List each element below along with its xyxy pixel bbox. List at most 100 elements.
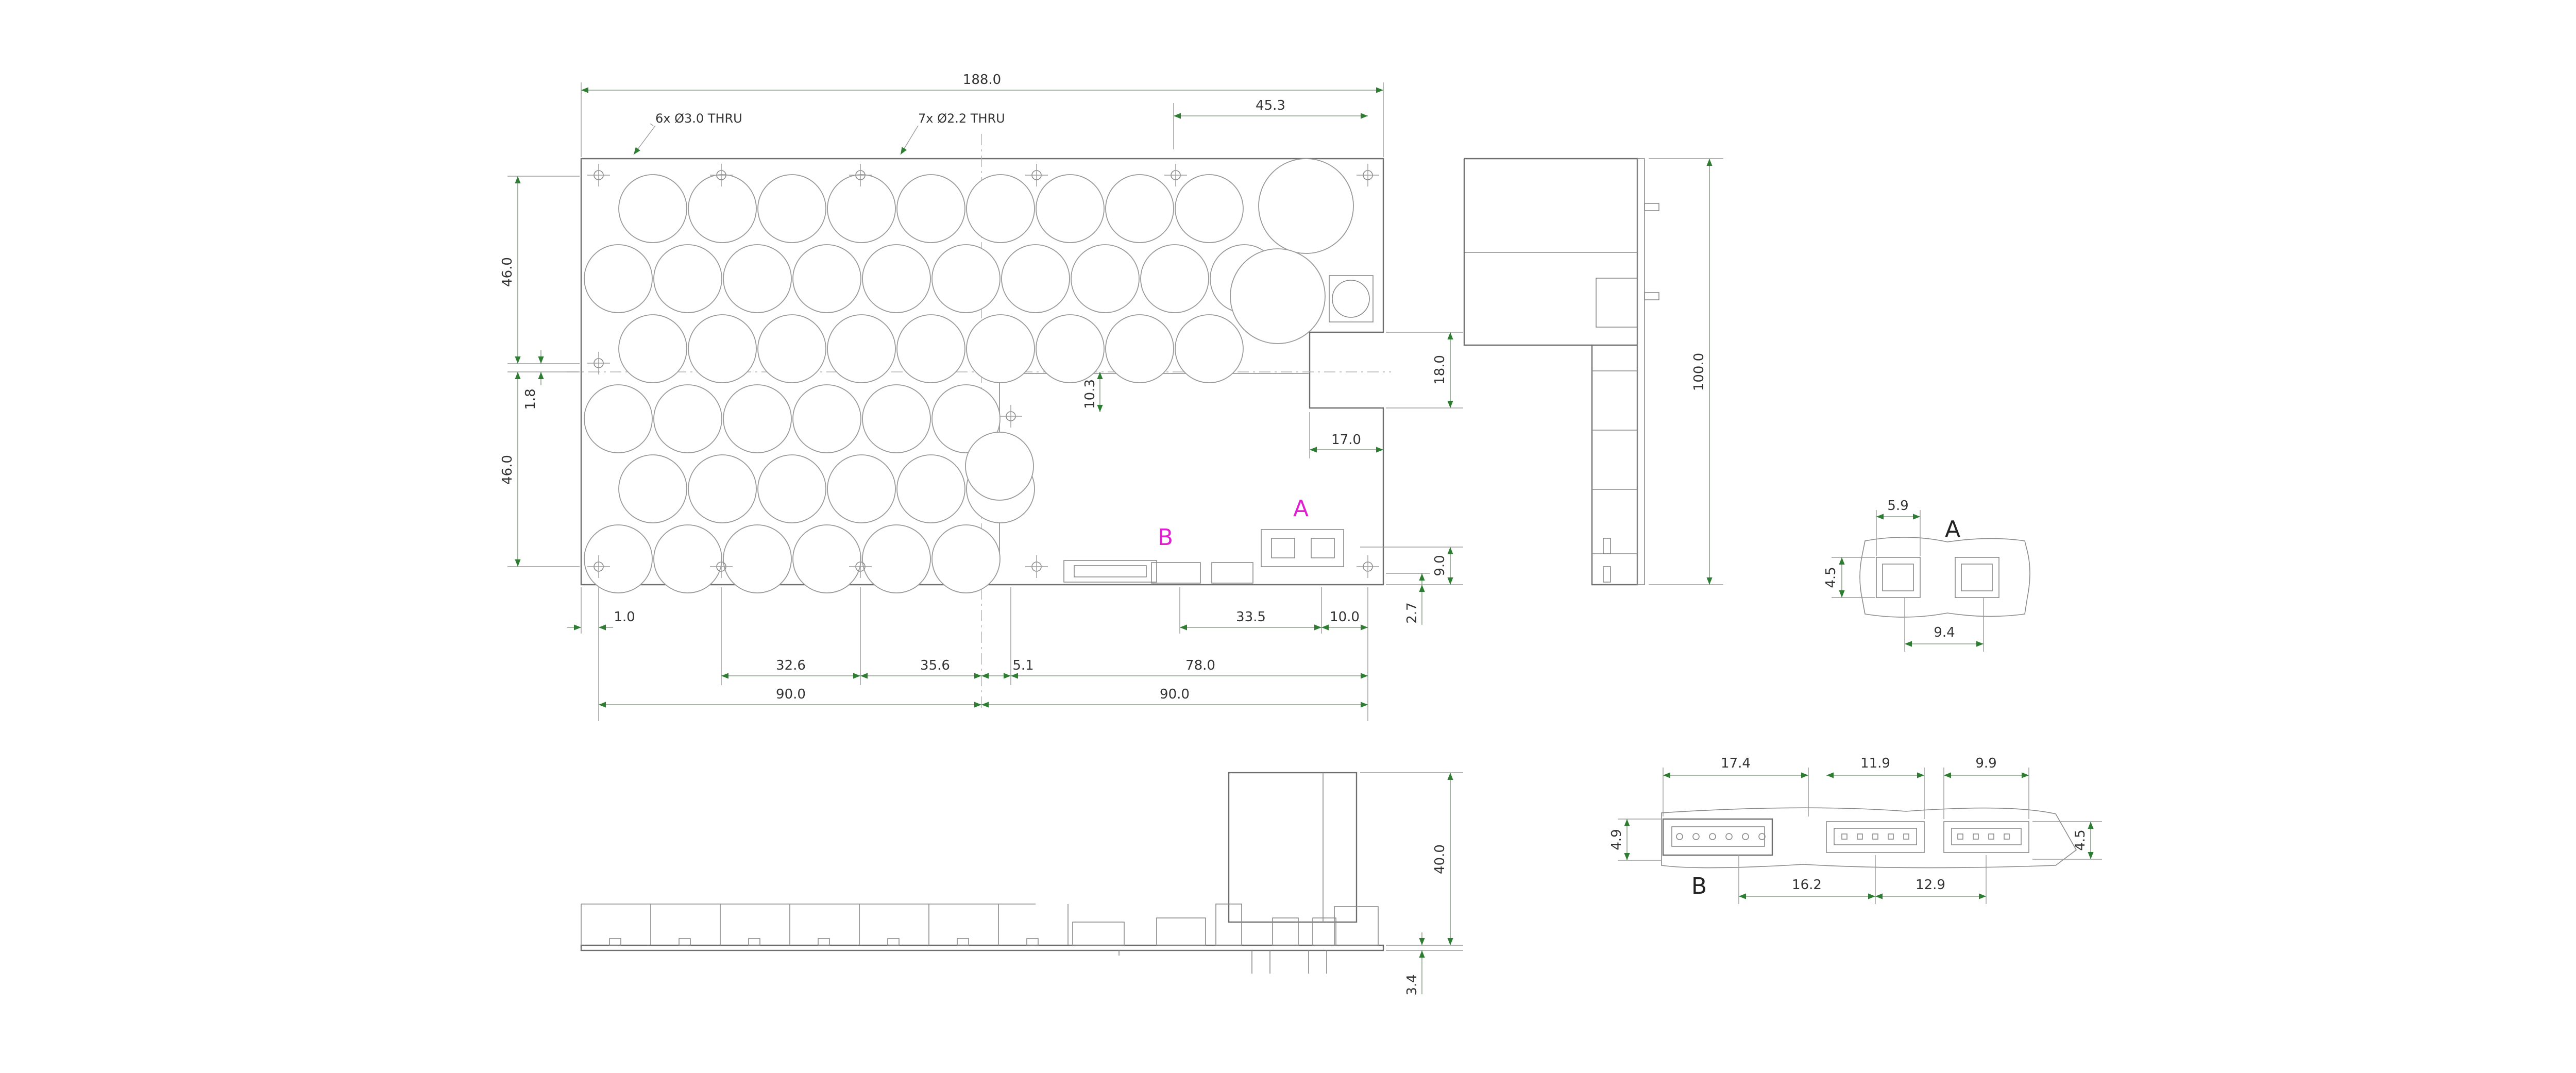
capacitor bbox=[1071, 244, 1140, 313]
capacitor bbox=[653, 384, 722, 453]
dim-connector-a-right: 10.0 bbox=[1330, 609, 1360, 625]
side-view: 100.0 bbox=[1463, 158, 1723, 586]
dim-detail-b-gap-1: 16.2 bbox=[1792, 877, 1822, 893]
connector-pin bbox=[1709, 833, 1716, 840]
dim-detail-b-gap-2: 12.9 bbox=[1916, 877, 1945, 893]
dim-lower-height: 46.0 bbox=[500, 455, 515, 485]
dim-half-left: 90.0 bbox=[776, 687, 806, 702]
dim-detail-a-pitch: 9.4 bbox=[1934, 625, 1955, 640]
dim-mid-gap: 1.8 bbox=[523, 388, 538, 410]
dim-hole-pitch-2: 35.6 bbox=[920, 658, 950, 673]
connector-a-2 bbox=[1311, 538, 1335, 558]
dim-side-length: 100.0 bbox=[1691, 353, 1707, 391]
connector-pin bbox=[1758, 833, 1766, 840]
capacitor bbox=[757, 174, 826, 243]
detail-a-box bbox=[1261, 529, 1344, 567]
capacitor-lead bbox=[748, 938, 760, 946]
capacitor bbox=[827, 314, 896, 383]
dim-detail-b-right-height: 4.5 bbox=[2073, 829, 2088, 850]
capacitor bbox=[688, 174, 757, 243]
detail-b-label: B bbox=[1691, 873, 1707, 899]
capacitor bbox=[896, 174, 965, 243]
detail-a-label: A bbox=[1945, 516, 1960, 542]
capacitor-lead bbox=[957, 938, 969, 946]
dim-detail-b-left-height: 4.9 bbox=[1609, 829, 1624, 850]
capacitor bbox=[862, 384, 931, 453]
dim-detail-b-first: 17.4 bbox=[1721, 756, 1751, 771]
capacitor bbox=[584, 384, 653, 453]
capacitor bbox=[723, 244, 792, 313]
dim-right-span: 78.0 bbox=[1185, 658, 1215, 673]
capacitor bbox=[792, 244, 861, 313]
capacitor-lead bbox=[679, 938, 691, 946]
capacitor bbox=[618, 454, 687, 523]
hole-note-3mm: 6x Ø3.0 THRU bbox=[655, 111, 742, 126]
connector-pin bbox=[1888, 833, 1894, 840]
capacitor-lead bbox=[887, 938, 900, 946]
capacitor-lead bbox=[609, 938, 621, 946]
connector-b-small bbox=[1211, 562, 1253, 584]
dim-connector-a-span: 33.5 bbox=[1236, 609, 1266, 625]
capacitor bbox=[1001, 244, 1070, 313]
capacitor bbox=[792, 384, 861, 453]
square-component bbox=[1329, 275, 1374, 322]
dim-notch-height: 18.0 bbox=[1432, 355, 1448, 385]
connector-pin bbox=[1692, 833, 1700, 840]
connector-pin bbox=[1857, 833, 1863, 840]
capacitor bbox=[1036, 174, 1105, 243]
capacitor bbox=[584, 524, 653, 593]
dim-hole-inset: 1.0 bbox=[614, 609, 635, 625]
dim-half-right: 90.0 bbox=[1160, 687, 1190, 702]
mounting-holes bbox=[587, 164, 1379, 578]
capacitor bbox=[827, 174, 896, 243]
capacitor bbox=[931, 244, 1001, 313]
capacitor bbox=[896, 314, 965, 383]
capacitor bbox=[966, 314, 1035, 383]
dim-upper-height: 46.0 bbox=[500, 257, 515, 287]
capacitor bbox=[1105, 174, 1174, 243]
capacitor bbox=[1140, 244, 1209, 313]
capacitor-lead bbox=[818, 938, 830, 946]
dim-center-offset: 5.1 bbox=[1012, 658, 1033, 673]
dim-hole-pitch-1: 32.6 bbox=[776, 658, 806, 673]
connector-b-mid bbox=[1151, 562, 1201, 584]
connector-pin bbox=[1742, 833, 1749, 840]
connector-pin bbox=[1841, 833, 1848, 840]
capacitor bbox=[757, 454, 826, 523]
large-capacitor-2 bbox=[1230, 248, 1326, 344]
detail-b-view: B 17.4 11.9 9.9 4.9 4.5 16.2 12.9 bbox=[1609, 756, 2102, 904]
capacitor bbox=[1175, 174, 1244, 243]
connector-b-large bbox=[1063, 560, 1157, 583]
connector-pin bbox=[2004, 833, 2010, 840]
capacitor bbox=[862, 524, 931, 593]
connector-pin bbox=[1725, 833, 1733, 840]
connector-pin bbox=[1988, 833, 1994, 840]
capacitor bbox=[653, 524, 722, 593]
hole-note-2mm: 7x Ø2.2 THRU bbox=[918, 111, 1005, 126]
capacitor bbox=[757, 314, 826, 383]
capacitor bbox=[965, 432, 1034, 501]
capacitor bbox=[618, 174, 687, 243]
dim-front-height: 40.0 bbox=[1432, 844, 1448, 874]
large-capacitor-1 bbox=[1258, 158, 1354, 254]
capacitor bbox=[723, 384, 792, 453]
capacitor bbox=[1105, 314, 1174, 383]
capacitor bbox=[653, 244, 722, 313]
capacitor bbox=[1175, 314, 1244, 383]
connector-pin bbox=[1957, 833, 1963, 840]
connector-a-1 bbox=[1271, 538, 1295, 558]
top-view: A B 6x Ø3.0 THRU 7x Ø2.2 THRU bbox=[567, 111, 1391, 711]
capacitor bbox=[792, 524, 861, 593]
capacitor bbox=[896, 454, 965, 523]
connector-pin bbox=[1903, 833, 1909, 840]
capacitor bbox=[827, 454, 896, 523]
dim-front-base: 3.4 bbox=[1404, 974, 1420, 995]
capacitor bbox=[1036, 314, 1105, 383]
capacitor bbox=[931, 384, 1001, 453]
dim-right-offset: 45.3 bbox=[1256, 98, 1285, 113]
connector-pin bbox=[1872, 833, 1878, 840]
detail-a-view: A 5.9 4.5 9.4 bbox=[1823, 498, 2030, 652]
dim-detail-b-third: 9.9 bbox=[1975, 756, 1996, 771]
round-component bbox=[1332, 280, 1370, 318]
